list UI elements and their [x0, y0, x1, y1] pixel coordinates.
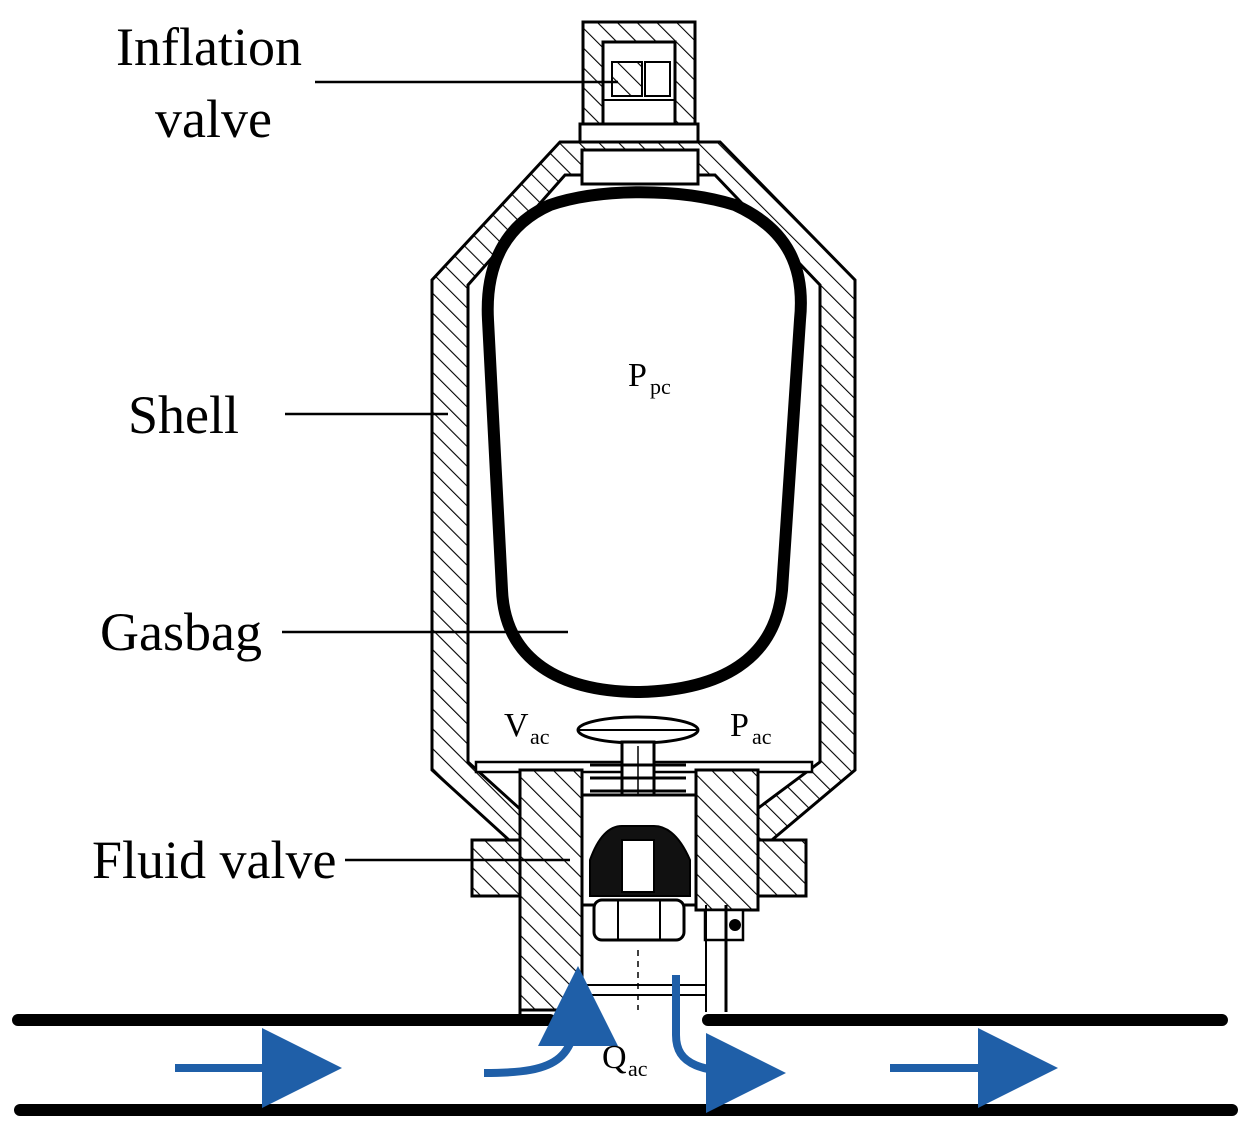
- leader-lines: [282, 80, 618, 862]
- svg-text:ac: ac: [530, 724, 550, 749]
- flow-arrow-into-accumulator: [483, 966, 618, 1077]
- shell-label: Shell: [128, 385, 239, 445]
- inflation-valve: [578, 20, 700, 144]
- svg-text:P: P: [628, 357, 647, 394]
- gasbag-label: Gasbag: [100, 602, 262, 662]
- svg-text:ac: ac: [628, 1056, 648, 1081]
- symbol-p-ac: P ac: [730, 707, 772, 749]
- symbol-v-ac: V ac: [504, 707, 550, 749]
- svg-text:Q: Q: [602, 1039, 627, 1076]
- symbol-q-ac: Q ac: [602, 1039, 648, 1081]
- gasbag: [481, 186, 807, 699]
- svg-text:P: P: [730, 707, 749, 744]
- svg-text:V: V: [504, 707, 529, 744]
- svg-text:pc: pc: [650, 374, 671, 399]
- fluid-valve-label: Fluid valve: [92, 830, 336, 890]
- symbol-p-pc: P pc: [628, 357, 671, 399]
- fluid-valve: [470, 715, 808, 1018]
- inflation-valve-label-line2: valve: [155, 89, 272, 149]
- inflation-valve-label-line1: Inflation: [116, 17, 302, 77]
- svg-text:ac: ac: [752, 724, 772, 749]
- pipe: [12, 1014, 1238, 1116]
- flow-arrow-out-of-accumulator: [672, 975, 786, 1113]
- flow-arrows: [175, 966, 1058, 1113]
